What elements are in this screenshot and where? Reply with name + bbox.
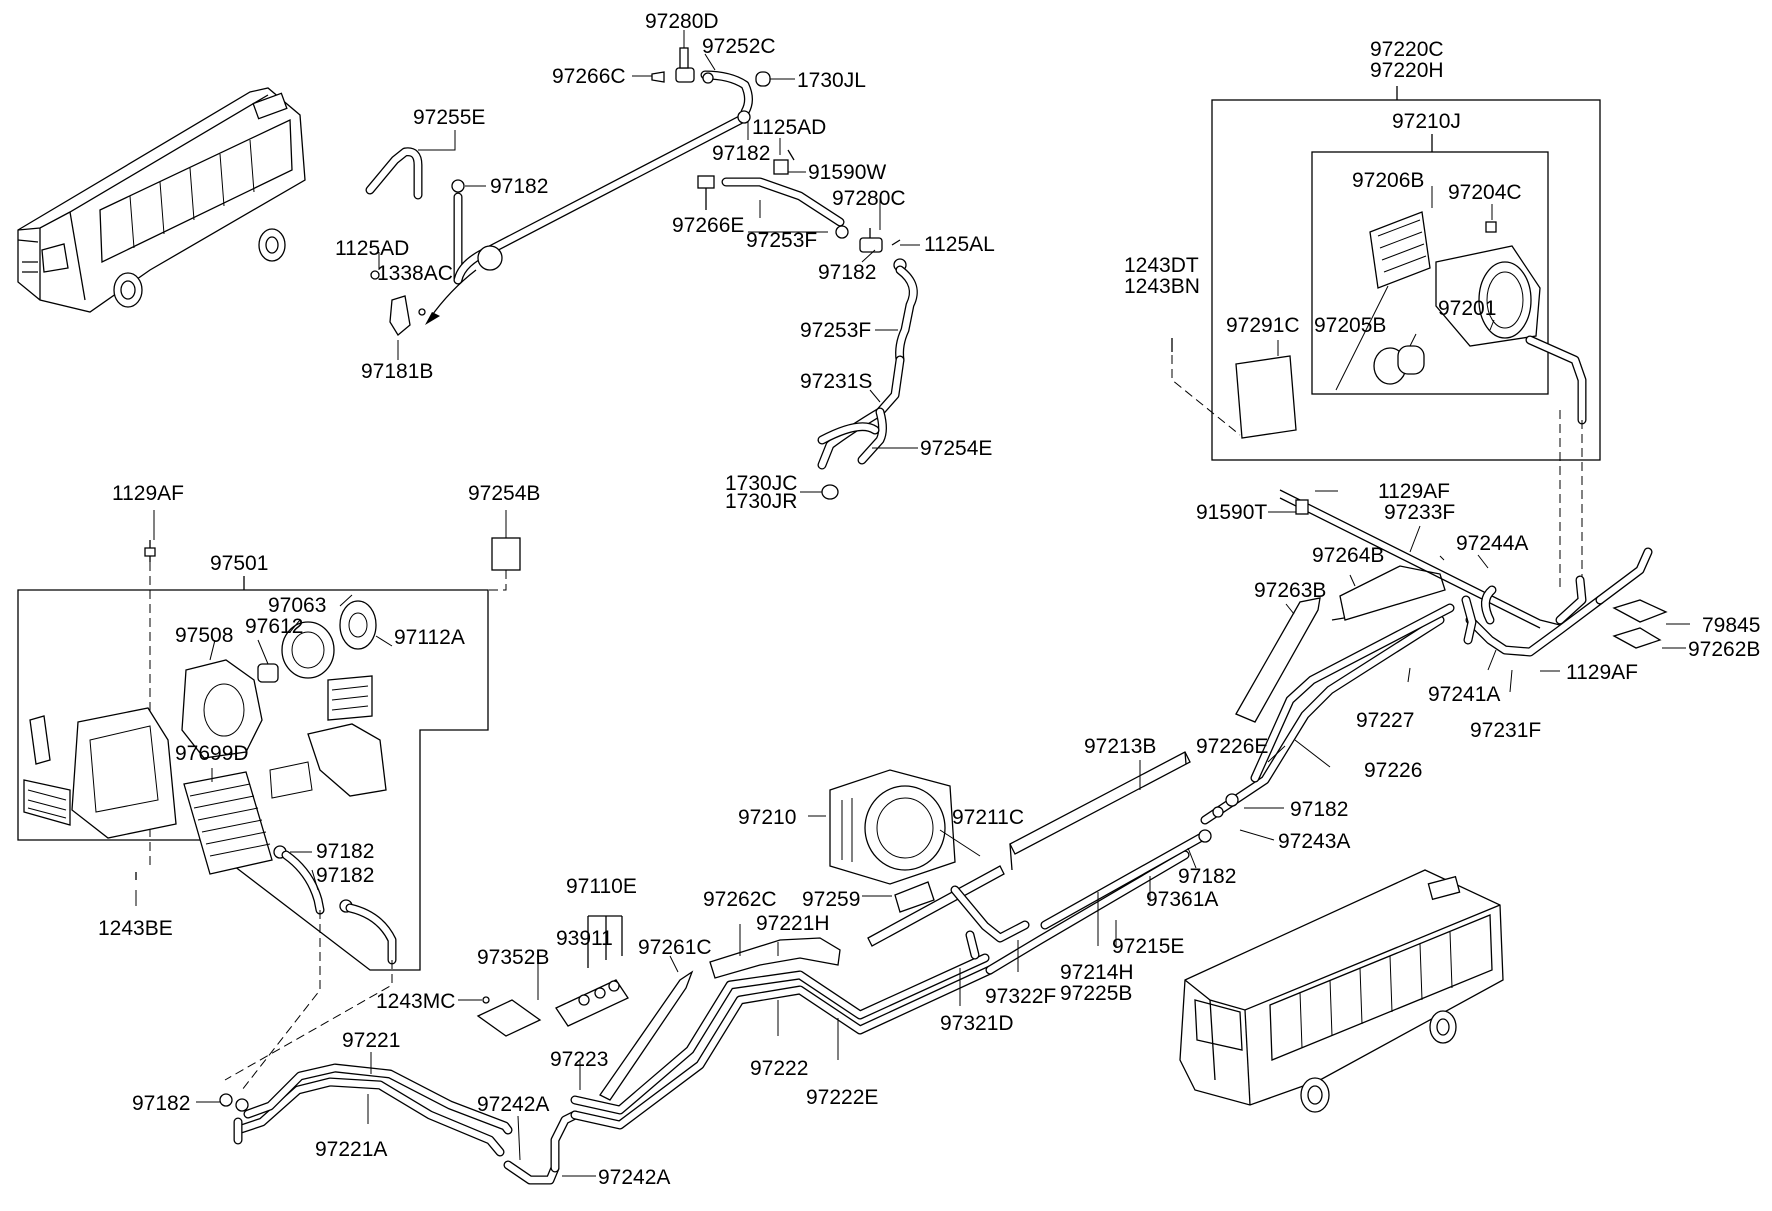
part-label: 97204C: [1448, 181, 1522, 204]
part-label: 97612: [245, 615, 303, 638]
part-label: 1243BN: [1124, 275, 1200, 298]
part-label: 97280C: [832, 187, 906, 210]
part-label: 97226E: [1196, 735, 1268, 758]
part-label: 79845: [1702, 614, 1760, 637]
part-label: 97112A: [394, 626, 465, 649]
part-label: 97501: [210, 552, 268, 575]
part-label: 97182: [818, 261, 876, 284]
part-label: 97322F: [985, 985, 1056, 1008]
part-label: 97264B: [1312, 544, 1384, 567]
part-label: 97225B: [1060, 982, 1132, 1005]
part-label: 97063: [268, 594, 326, 617]
part-label: 97242A: [477, 1093, 549, 1116]
part-label: 97222E: [806, 1086, 878, 1109]
part-label: 97321D: [940, 1012, 1014, 1035]
part-label: 97182: [1178, 865, 1236, 888]
part-label: 97243A: [1278, 830, 1350, 853]
part-label: 97220H: [1370, 59, 1444, 82]
part-label: 97182: [1290, 798, 1348, 821]
part-label: 97352B: [477, 946, 549, 969]
bus-illustration-top-left: [17, 87, 306, 313]
part-label: 97231S: [800, 370, 872, 393]
part-label: 97223: [550, 1048, 608, 1071]
part-label: 97241A: [1428, 683, 1500, 706]
part-label: 1125AL: [924, 233, 995, 256]
part-label: 97255E: [413, 106, 485, 129]
part-label: 97254E: [920, 437, 992, 460]
part-label: 97211C: [952, 806, 1024, 829]
part-label: 1129AF: [1566, 661, 1638, 684]
part-label: 91590W: [808, 161, 886, 184]
part-label: 97254B: [468, 482, 540, 505]
part-label: 97291C: [1226, 314, 1300, 337]
part-label: 1338AC: [377, 262, 453, 285]
part-label: 97210J: [1392, 110, 1461, 133]
part-label: 97220C: [1370, 38, 1444, 61]
part-label: 97206B: [1352, 169, 1424, 192]
part-label: 97182: [316, 864, 374, 887]
part-label: 97182: [712, 142, 770, 165]
part-label: 97182: [132, 1092, 190, 1115]
bus-illustration-bottom-right: [1179, 869, 1504, 1113]
front-heater-hose-group: [365, 47, 918, 500]
part-label: 97266E: [672, 214, 744, 237]
part-label: 1129AF: [1378, 480, 1450, 503]
part-label: 97259: [802, 888, 860, 911]
part-label: 97205B: [1314, 314, 1386, 337]
part-label: 97280D: [645, 10, 719, 33]
part-label: 1243DT: [1124, 254, 1199, 277]
part-label: 97252C: [702, 35, 776, 58]
part-label: 97261C: [638, 936, 712, 959]
part-label: 1125AD: [752, 116, 826, 139]
part-label: 97508: [175, 624, 233, 647]
part-label: 97222: [750, 1057, 808, 1080]
part-label: 1129AF: [112, 482, 184, 505]
part-label: 97214H: [1060, 961, 1134, 984]
part-label: 97262C: [703, 888, 777, 911]
part-label: 97361A: [1146, 888, 1218, 911]
part-label: 97221A: [315, 1138, 387, 1161]
part-label: 97253F: [800, 319, 871, 342]
part-label: 97201: [1438, 297, 1496, 320]
part-label: 97226: [1364, 759, 1422, 782]
floor-pipe-group: [219, 489, 1668, 1185]
part-label: 93911: [556, 927, 613, 950]
part-label: 1730JR: [725, 490, 797, 513]
part-label: 97233F: [1384, 501, 1455, 524]
leader-lines: [135, 30, 1690, 1177]
part-label: 97110E: [566, 875, 637, 898]
part-label: 97182: [316, 840, 374, 863]
part-label: 97253F: [746, 229, 817, 252]
part-number-labels: 97280D 97252C 97266C 1730JL 97255E 1125A…: [98, 10, 1760, 1189]
part-label: 97231F: [1470, 719, 1541, 742]
rear-heater-assembly-group: [1171, 86, 1601, 590]
part-label: 97221H: [756, 912, 830, 935]
part-label: 97242A: [598, 1166, 670, 1189]
part-label: 97182: [490, 175, 548, 198]
part-label: 97215E: [1112, 935, 1184, 958]
part-label: 97221: [342, 1029, 400, 1052]
part-label: 97227: [1356, 709, 1414, 732]
part-label: 1730JL: [797, 69, 866, 92]
part-label: 1243MC: [376, 990, 455, 1013]
part-label: 97181B: [361, 360, 433, 383]
part-label: 97699D: [175, 742, 249, 765]
part-label: 1243BE: [98, 917, 173, 940]
part-label: 91590T: [1196, 501, 1267, 524]
part-label: 97213B: [1084, 735, 1156, 758]
front-heater-unit-group: [17, 537, 521, 1091]
part-label: 1730JC: [725, 472, 797, 495]
part-label: 97244A: [1456, 532, 1528, 555]
part-label: 97266C: [552, 65, 626, 88]
part-label: 1125AD: [335, 237, 409, 260]
part-label: 97262B: [1688, 638, 1760, 661]
part-label: 97263B: [1254, 579, 1326, 602]
part-label: 97210: [738, 806, 796, 829]
